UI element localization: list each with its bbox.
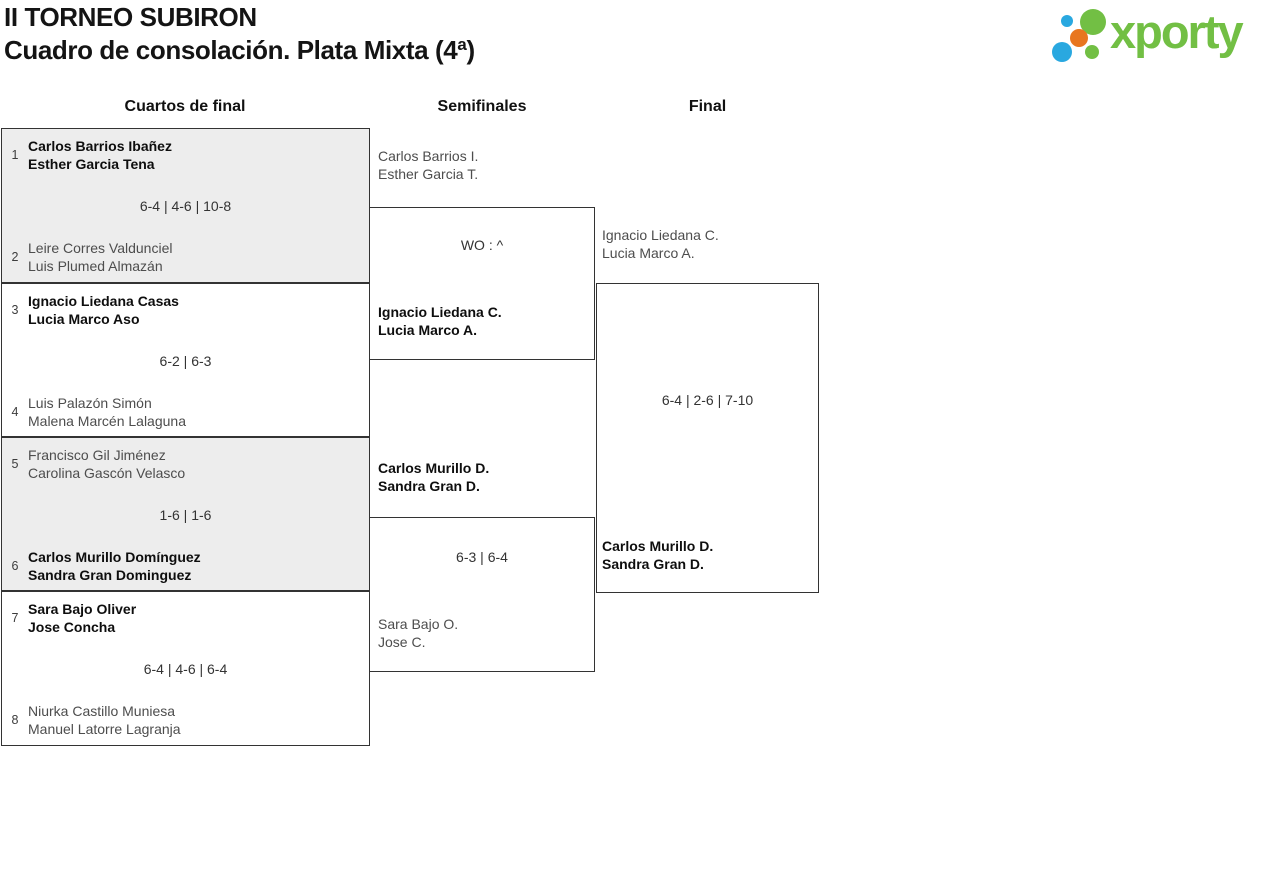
player-name: Carlos Murillo D. xyxy=(378,460,490,476)
qf4-top-team: Sara Bajo Oliver Jose Concha xyxy=(28,600,136,636)
player-name: Francisco Gil Jiménez xyxy=(28,447,166,463)
player-name: Jose Concha xyxy=(28,619,116,635)
logo-circle-green-small-icon xyxy=(1085,45,1099,59)
match-final xyxy=(596,283,819,593)
match-semifinal-1 xyxy=(369,207,595,360)
logo-circle-blue-small-icon xyxy=(1061,15,1073,27)
sf1-score: WO : ^ xyxy=(460,237,504,253)
sf2-bottom-team: Sara Bajo O. Jose C. xyxy=(378,615,458,651)
xporty-logo[interactable]: xporty xyxy=(1040,0,1280,72)
column-header-quarterfinals: Cuartos de final xyxy=(124,98,246,115)
match-semifinal-2 xyxy=(369,517,595,672)
player-name: Carlos Murillo D. xyxy=(602,538,714,554)
player-name: Lucia Marco Aso xyxy=(28,311,140,327)
seed-number-1: 1 xyxy=(11,148,19,162)
player-name: Jose C. xyxy=(378,634,426,650)
qf2-top-team: Ignacio Liedana Casas Lucia Marco Aso xyxy=(28,292,179,328)
player-name: Carlos Barrios Ibañez xyxy=(28,138,172,154)
player-name: Ignacio Liedana Casas xyxy=(28,293,179,309)
player-name: Esther Garcia T. xyxy=(378,166,479,182)
qf2-bottom-team: Luis Palazón Simón Malena Marcén Lalagun… xyxy=(28,394,186,430)
player-name: Leire Corres Valdunciel xyxy=(28,240,173,256)
final-bottom-team: Carlos Murillo D. Sandra Gran D. xyxy=(602,537,713,573)
player-name: Lucia Marco A. xyxy=(602,245,695,261)
player-name: Niurka Castillo Muniesa xyxy=(28,703,176,719)
seed-number-6: 6 xyxy=(11,559,19,573)
page-title: II TORNEO SUBIRON xyxy=(4,2,257,32)
player-name: Sandra Gran D. xyxy=(378,478,480,494)
player-name: Carlos Murillo Domínguez xyxy=(28,549,201,565)
sf1-bottom-team: Ignacio Liedana C. Lucia Marco A. xyxy=(378,303,502,339)
seed-number-7: 7 xyxy=(11,611,19,625)
column-header-semifinals: Semifinales xyxy=(437,98,527,115)
player-name: Malena Marcén Lalaguna xyxy=(28,413,186,429)
qf1-score: 6-4 | 4-6 | 10-8 xyxy=(139,198,232,214)
player-name: Manuel Latorre Lagranja xyxy=(28,721,181,737)
final-score: 6-4 | 2-6 | 7-10 xyxy=(661,392,754,408)
logo-circle-blue-large-icon xyxy=(1052,42,1072,62)
final-top-team: Ignacio Liedana C. Lucia Marco A. xyxy=(602,226,719,262)
sf2-score: 6-3 | 6-4 xyxy=(456,549,508,565)
qf1-bottom-team: Leire Corres Valdunciel Luis Plumed Alma… xyxy=(28,239,172,275)
qf3-top-team: Francisco Gil Jiménez Carolina Gascón Ve… xyxy=(28,446,185,482)
match-quarterfinal-4: 7 Sara Bajo Oliver Jose Concha 6-4 | 4-6… xyxy=(1,591,370,746)
player-name: Sandra Gran Dominguez xyxy=(28,567,192,583)
seed-number-2: 2 xyxy=(11,250,19,264)
qf4-score: 6-4 | 4-6 | 6-4 xyxy=(143,661,228,677)
player-name: Carolina Gascón Velasco xyxy=(28,465,186,481)
qf4-bottom-team: Niurka Castillo Muniesa Manuel Latorre L… xyxy=(28,702,181,738)
qf3-bottom-team: Carlos Murillo Domínguez Sandra Gran Dom… xyxy=(28,548,201,584)
sf1-top-team: Carlos Barrios I. Esther Garcia T. xyxy=(378,147,478,183)
logo-circle-orange-icon xyxy=(1070,29,1088,47)
qf2-score: 6-2 | 6-3 xyxy=(159,353,212,369)
player-name: Lucia Marco A. xyxy=(378,322,478,338)
qf1-top-team: Carlos Barrios Ibañez Esther Garcia Tena xyxy=(28,137,172,173)
player-name: Ignacio Liedana C. xyxy=(602,227,719,243)
page-header: II TORNEO SUBIRON Cuadro de consolación.… xyxy=(4,1,475,67)
seed-number-5: 5 xyxy=(11,457,19,471)
seed-number-4: 4 xyxy=(11,405,19,419)
player-name: Sandra Gran D. xyxy=(602,556,704,572)
match-quarterfinal-3: 5 Francisco Gil Jiménez Carolina Gascón … xyxy=(1,437,370,591)
player-name: Esther Garcia Tena xyxy=(28,156,155,172)
player-name: Carlos Barrios I. xyxy=(378,148,479,164)
qf3-score: 1-6 | 1-6 xyxy=(159,507,212,523)
sf2-top-team: Carlos Murillo D. Sandra Gran D. xyxy=(378,459,489,495)
player-name: Sara Bajo Oliver xyxy=(28,601,137,617)
column-header-final: Final xyxy=(688,98,727,115)
xporty-logo-text: xporty xyxy=(1110,5,1244,58)
player-name: Luis Palazón Simón xyxy=(28,395,152,411)
seed-number-8: 8 xyxy=(11,713,19,727)
match-quarterfinal-2: 3 Ignacio Liedana Casas Lucia Marco Aso … xyxy=(1,283,370,437)
player-name: Luis Plumed Almazán xyxy=(28,258,163,274)
seed-number-3: 3 xyxy=(11,303,19,317)
page-subtitle: Cuadro de consolación. Plata Mixta (4ª) xyxy=(4,35,475,65)
player-name: Ignacio Liedana C. xyxy=(378,304,502,320)
player-name: Sara Bajo O. xyxy=(378,616,459,632)
match-quarterfinal-1: 1 Carlos Barrios Ibañez Esther Garcia Te… xyxy=(1,128,370,283)
